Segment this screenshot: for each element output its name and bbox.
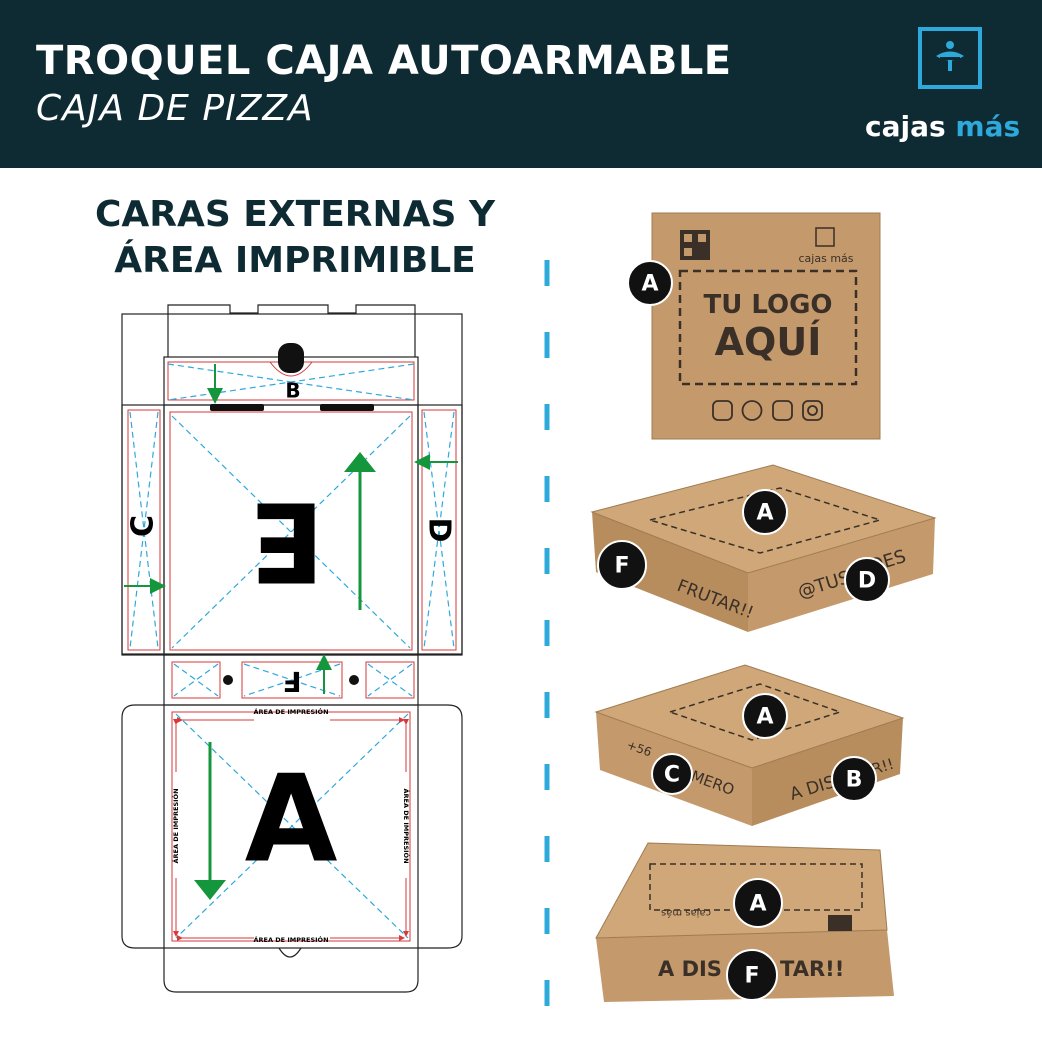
badge-c-box3: C bbox=[664, 763, 680, 788]
mockup-box-4: cajas más A DIS TAR!! bbox=[595, 842, 894, 1002]
mockup-front-social-icons bbox=[712, 400, 823, 421]
print-area-label-top: ÁREA DE IMPRESIÓN bbox=[253, 707, 328, 716]
face-label-c-dieline: C bbox=[126, 515, 161, 537]
mockup-4-slogan-2: TAR!! bbox=[780, 957, 844, 981]
print-area-label-right: ÁREA DE IMPRESIÓN bbox=[402, 788, 411, 863]
mockup-4-slogan: A DIS bbox=[658, 957, 722, 981]
face-label-a-large: A bbox=[245, 751, 338, 890]
badge-a-front: A bbox=[641, 272, 658, 297]
face-label-f-dieline: F bbox=[282, 665, 301, 698]
header-banner: TROQUEL CAJA AUTOARMABLE CAJA DE PIZZA c… bbox=[0, 0, 1042, 168]
mockup-4-brand: cajas más bbox=[661, 907, 711, 919]
badge-a-box2: A bbox=[756, 501, 773, 526]
face-label-d-dieline: D bbox=[422, 518, 457, 543]
mockup-front-logo-line1: TU LOGO bbox=[703, 290, 832, 320]
badge-f-box2: F bbox=[614, 554, 629, 579]
dieline-slots bbox=[210, 343, 374, 685]
section-title-line1: CARAS EXTERNAS Y bbox=[94, 194, 496, 235]
brand-accent: más bbox=[955, 110, 1021, 143]
section-title: CARAS EXTERNAS Y ÁREA IMPRIMIBLE bbox=[40, 192, 550, 284]
brand-logo-icon bbox=[918, 27, 982, 89]
face-label-e: E bbox=[249, 478, 324, 606]
badge-b-box3: B bbox=[846, 768, 863, 793]
mockup-front-brand: cajas más bbox=[799, 252, 854, 265]
orientation-arrows bbox=[124, 364, 458, 900]
print-area-label-bottom: ÁREA DE IMPRESIÓN bbox=[253, 935, 328, 944]
mockup-box-3: +56 MERO A DIS TAR!! bbox=[594, 664, 905, 826]
brand-wordmark: cajas más bbox=[865, 110, 1020, 143]
header-subtitle: CAJA DE PIZZA bbox=[36, 88, 314, 129]
badge-a-box4: A bbox=[749, 892, 766, 917]
face-badges: A A F D A C B A F bbox=[597, 260, 890, 1001]
mockup-front: cajas más TU LOGO AQUÍ bbox=[651, 212, 881, 440]
print-boundaries bbox=[127, 361, 457, 942]
brand-name: cajas bbox=[865, 110, 946, 143]
badge-a-box3: A bbox=[756, 705, 773, 730]
section-title-line2: ÁREA IMPRIMIBLE bbox=[114, 240, 476, 281]
face-label-b-dieline: B bbox=[285, 379, 300, 403]
print-area-diagonals bbox=[129, 363, 455, 939]
print-area-measures bbox=[173, 717, 409, 941]
print-area-label-left: ÁREA DE IMPRESIÓN bbox=[171, 788, 180, 863]
header-title: TROQUEL CAJA AUTOARMABLE bbox=[36, 38, 732, 84]
mockup-front-logo-line2: AQUÍ bbox=[715, 320, 822, 364]
badge-f-box4: F bbox=[744, 964, 759, 989]
badge-d-box2: D bbox=[858, 569, 876, 594]
dieline-outline bbox=[121, 304, 463, 993]
